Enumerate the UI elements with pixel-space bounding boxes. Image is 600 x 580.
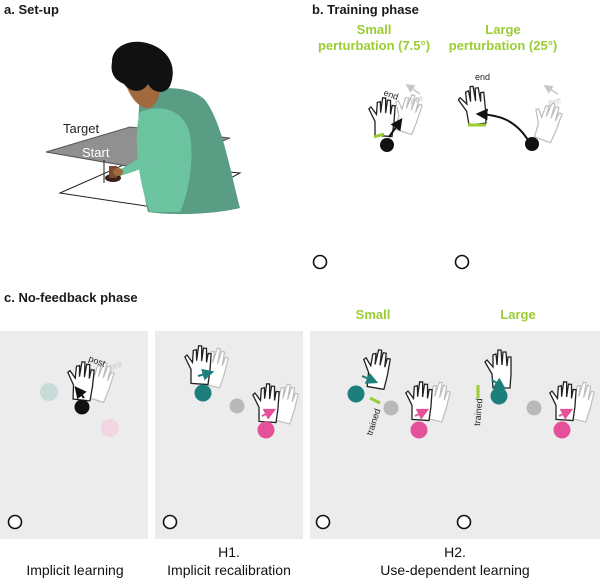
caption-implicit-learning: Implicit learning (26, 562, 123, 578)
start-circle (456, 514, 472, 530)
panel-b-title: b. Training phase (312, 2, 419, 17)
trained-label: trained (472, 398, 484, 426)
target-direction-arrow (543, 85, 559, 95)
implicit-recalibration-illustration (162, 344, 301, 530)
cursor-dot (380, 138, 394, 152)
gray-dot (229, 398, 245, 414)
teal-dot (490, 387, 508, 405)
large-perturbation-illustration: end pre (454, 72, 566, 270)
start-circle (7, 514, 23, 530)
gray-dot (526, 400, 542, 416)
start-label: Start (82, 145, 110, 160)
cursor-dot (74, 399, 90, 415)
start-circle (162, 514, 178, 530)
pink-dot (553, 421, 571, 439)
pink-dot (257, 421, 275, 439)
large-perturbation-line1: Large (485, 22, 520, 37)
teal-arrow (491, 377, 506, 390)
start-circle (454, 254, 470, 270)
reach-arrow (74, 386, 87, 400)
person-arm (118, 150, 160, 176)
panel-b: b. Training phase Small perturbation (7.… (312, 2, 566, 270)
teal-arrow (361, 372, 379, 384)
cursor-dot (525, 137, 539, 151)
small-label: Small (356, 307, 391, 322)
large-perturbation-line2: perturbation (25°) (449, 38, 557, 53)
implicit-learning-box (0, 331, 148, 539)
start-circle (315, 514, 331, 530)
pre-label: pre (108, 359, 123, 372)
teal-arrow (197, 368, 215, 381)
pink-dot (410, 421, 428, 439)
pink-arrow (414, 408, 430, 420)
teal-dot (347, 385, 365, 403)
end-label: end (382, 87, 400, 102)
panel-c: c. No-feedback phase post pre (0, 290, 600, 578)
gray-dot (383, 400, 399, 416)
large-label: Large (500, 307, 535, 322)
hand-bar-marker (373, 132, 385, 139)
faded-teal-dot (40, 383, 58, 401)
pre-label: pre (409, 93, 424, 106)
faded-pink-dot (101, 419, 119, 437)
trained-bar-marker (369, 396, 381, 405)
person-hair (111, 41, 173, 92)
start-circle (312, 254, 328, 270)
end-hand-icon (366, 96, 397, 138)
panel-a: a. Set-up Target Start (4, 2, 242, 215)
small-perturbation-line1: Small (357, 22, 392, 37)
small-perturbation-illustration: end pre (312, 83, 425, 270)
pink-arrow (558, 408, 574, 420)
person-hand (113, 168, 123, 176)
panel-a-title: a. Set-up (4, 2, 59, 17)
caption-h1-number: H1. (218, 544, 240, 560)
caption-h1-text: Implicit recalibration (167, 562, 291, 578)
target-direction-arrow (405, 83, 421, 95)
use-dependent-learning-box (310, 331, 600, 539)
person-torso (136, 108, 192, 212)
target-label: Target (63, 121, 100, 136)
end-hand-icon (456, 84, 488, 127)
use-dependent-learning-illustration: Small Large trained trained (315, 307, 597, 530)
teal-dot (194, 384, 212, 402)
pink-arrow (261, 408, 277, 420)
reach-arrow (388, 118, 403, 138)
pre-label: pre (547, 95, 562, 108)
implicit-recalibration-box (155, 331, 303, 539)
caption-h2-number: H2. (444, 544, 466, 560)
end-label: end (475, 72, 490, 82)
panel-c-title: c. No-feedback phase (4, 290, 138, 305)
reach-arrow (475, 108, 529, 141)
caption-h2-text: Use-dependent learning (380, 562, 529, 578)
small-perturbation-line2: perturbation (7.5°) (318, 38, 430, 53)
